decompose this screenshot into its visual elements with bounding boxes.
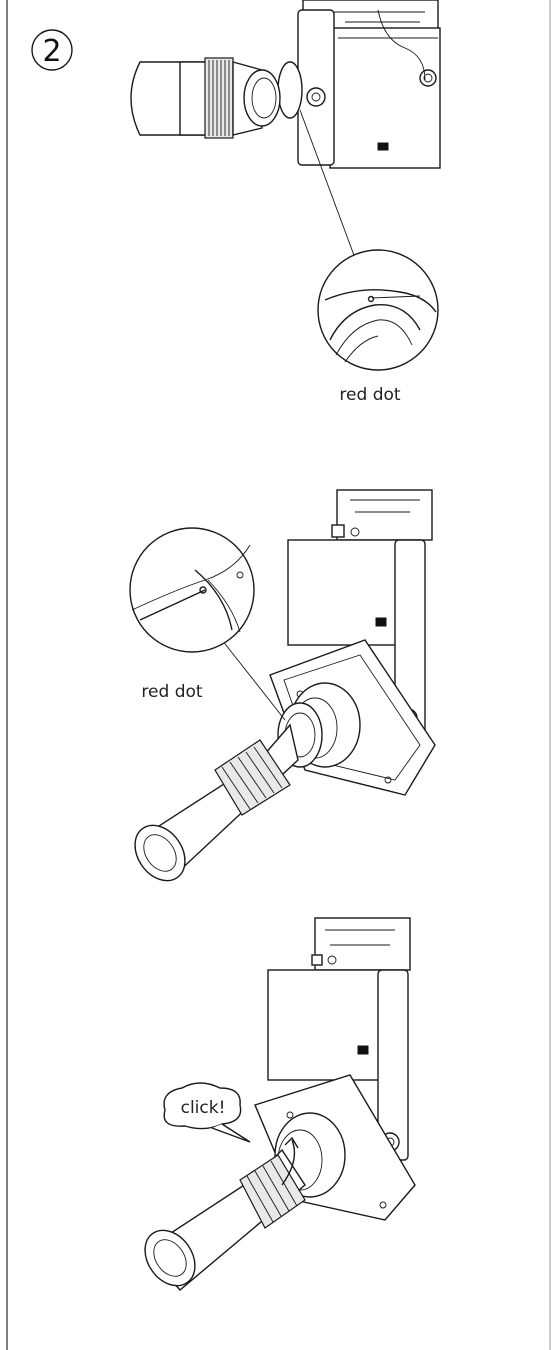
callout-leader bbox=[221, 639, 286, 721]
circled-number-icon bbox=[31, 29, 73, 71]
track-adapter bbox=[314, 917, 411, 971]
spotlight-body bbox=[287, 539, 399, 646]
label-icon bbox=[375, 617, 387, 627]
red-dot-marker bbox=[367, 295, 375, 303]
click-callout-label: click! bbox=[181, 1098, 226, 1118]
magnifier-detail bbox=[129, 527, 255, 653]
callout-label: red dot bbox=[141, 682, 202, 702]
lens-front bbox=[134, 824, 186, 882]
lens-front bbox=[144, 1229, 196, 1287]
step-number-text: 2 bbox=[42, 34, 61, 69]
callout-leader bbox=[299, 109, 356, 259]
spotlight-body bbox=[267, 969, 381, 1081]
callout-label: red dot bbox=[339, 385, 400, 405]
panel-1-lens-alignment: red dot bbox=[130, 0, 441, 405]
magnifier-detail bbox=[317, 249, 439, 371]
label-icon bbox=[357, 1045, 369, 1055]
speech-bubble-icon bbox=[163, 1082, 251, 1143]
red-dot-marker bbox=[199, 586, 207, 594]
panel-3-lens-click: click! bbox=[143, 917, 416, 1291]
label-icon bbox=[377, 142, 389, 151]
panel-2-lens-insertion: red dot bbox=[129, 489, 436, 882]
step-number: 2 bbox=[31, 29, 73, 71]
rotation-arrow-icon bbox=[281, 1139, 296, 1186]
